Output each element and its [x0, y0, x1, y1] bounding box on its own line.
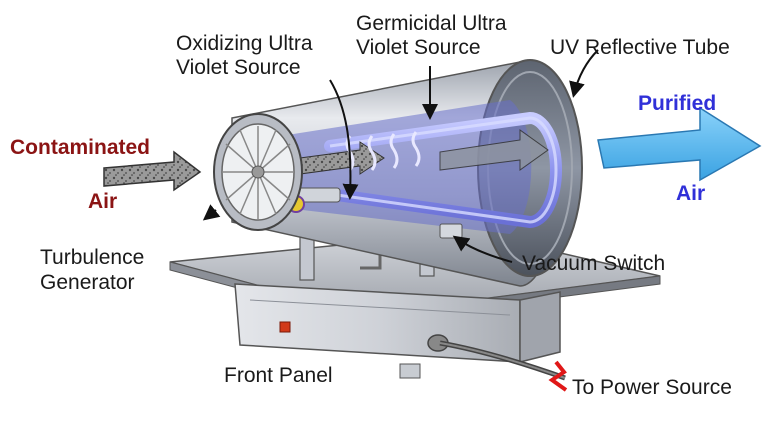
- cord-cut-icon: [548, 360, 568, 392]
- internal-airflow: [299, 129, 549, 175]
- foot: [399, 363, 421, 379]
- label-front-panel: Front Panel: [224, 364, 333, 387]
- contaminated-air-arrow: [103, 150, 202, 192]
- label-oxidizing-line2: Violet Source: [176, 56, 301, 79]
- germicidal-uv-lamp: [324, 111, 562, 229]
- label-turbulence-line1: Turbulence: [40, 246, 144, 269]
- vacuum-switch: [439, 223, 463, 239]
- label-air-in: Air: [88, 190, 117, 213]
- label-uv-reflective-tube: UV Reflective Tube: [550, 36, 730, 59]
- label-contaminated: Contaminated: [10, 136, 150, 159]
- turbulence-generator-fan: [213, 113, 303, 231]
- purified-air-arrow: [597, 106, 762, 182]
- label-germicidal-line1: Germicidal Ultra: [356, 12, 507, 35]
- label-turbulence-line2: Generator: [40, 271, 135, 294]
- label-power-source: To Power Source: [572, 376, 732, 399]
- power-cord: [427, 334, 568, 392]
- label-air-out: Air: [676, 182, 705, 205]
- label-germicidal-line2: Violet Source: [356, 36, 481, 59]
- label-vacuum-switch: Vacuum Switch: [522, 252, 665, 275]
- pointer-lines: [202, 49, 599, 263]
- labels: Oxidizing Ultra Violet Source Germicidal…: [10, 12, 732, 399]
- indicator-light: [279, 321, 291, 333]
- label-oxidizing-line1: Oxidizing Ultra: [176, 32, 313, 55]
- label-purified: Purified: [638, 92, 716, 115]
